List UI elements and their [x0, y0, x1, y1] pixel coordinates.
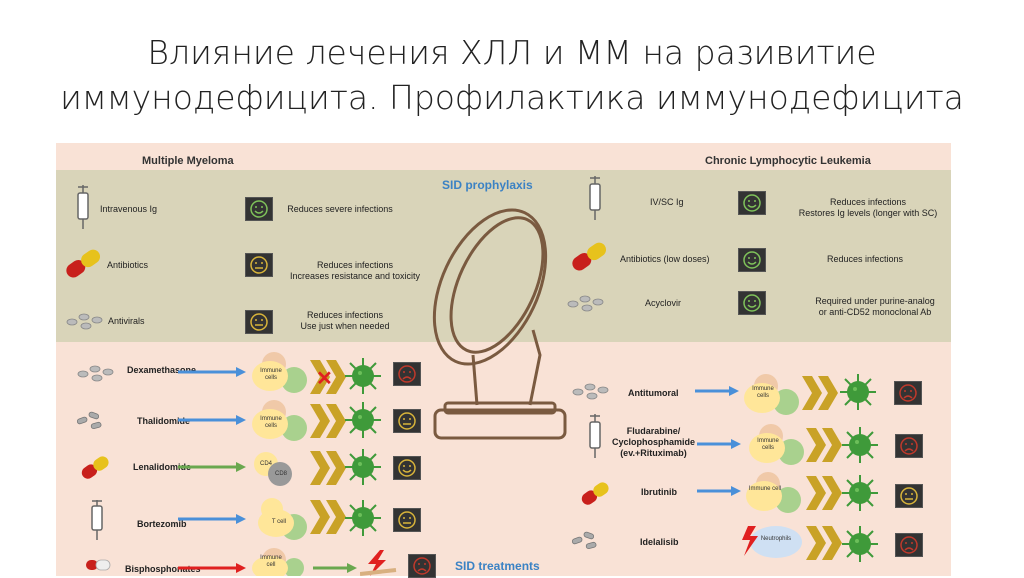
cll-prophylaxis-drug-1: IV/SC Ig [650, 197, 684, 207]
mm-prophylaxis-drug-1: Intravenous Ig [100, 204, 158, 214]
cll-treatment-drug-2: Fludarabine/Cyclophosphamide(ev.+Rituxim… [611, 426, 695, 458]
happy-face-icon [738, 191, 766, 215]
arrow-icon [178, 367, 246, 377]
arrow-icon [313, 563, 357, 573]
blocked-x-icon: ✕ [316, 368, 333, 390]
cll-treatment-drug-4: Idelalisib [640, 537, 679, 547]
mm-prophylaxis-effect-1: Reduces severe infections [287, 204, 393, 214]
tablets-icon [77, 365, 114, 382]
t-cell-icon: T cell [248, 497, 310, 543]
mm-treatment-drug-3: Lenalidomide [133, 462, 192, 472]
arrow-icon [178, 415, 246, 425]
chevron-icon [310, 500, 346, 534]
immune-cells-icon: Immune cells [745, 422, 807, 468]
sad-face-icon [408, 554, 436, 578]
virus-icon [840, 374, 876, 410]
pill-capsule-icon [581, 482, 609, 505]
tablets-icon [567, 295, 604, 312]
immune-cell-icon: Immune cell [248, 548, 310, 576]
neutral-face-icon [393, 508, 421, 532]
mm-treatment-drug-2: Thalidomide [137, 416, 191, 426]
mm-treatment-drug-4: Bortezomib [137, 519, 187, 529]
pill-capsule-icon [572, 242, 607, 271]
title-line-2: иммунодефицита. Профилактика иммунодефиц… [60, 78, 964, 117]
sad-face-icon [393, 362, 421, 386]
virus-icon [842, 475, 878, 511]
virus-icon [842, 427, 878, 463]
tablets-icon [66, 313, 103, 330]
pill-capsule-icon [81, 456, 109, 479]
lightning-icon [360, 550, 397, 576]
immune-cell-icon: Immune cell [742, 470, 804, 516]
neutral-face-icon [245, 310, 273, 334]
sid-treatments-label: SID treatments [455, 559, 540, 573]
chevron-icon [310, 451, 346, 485]
immune-cells-icon: Immune cells [248, 350, 310, 396]
syringe-icon [589, 414, 601, 458]
chevron-icon [310, 404, 346, 438]
mm-prophylaxis-drug-2: Antibiotics [107, 260, 149, 270]
chevron-icon [806, 526, 842, 560]
virus-icon [345, 500, 381, 536]
arrow-icon [178, 462, 246, 472]
syringe-icon [77, 185, 89, 229]
cll-prophylaxis-drug-2: Antibiotics (low doses) [620, 254, 710, 264]
chevron-icon [310, 360, 346, 394]
cll-treatment-drug-1: Antitumoral [628, 388, 679, 398]
happy-face-icon [738, 291, 766, 315]
immune-cells-icon: Immune cells [740, 372, 802, 418]
tablets-icon [571, 531, 597, 550]
virus-icon [842, 526, 878, 562]
arrow-icon [178, 514, 246, 524]
syringe-icon [589, 176, 601, 220]
virus-icon [345, 358, 381, 394]
chevron-icon [806, 428, 842, 462]
sad-face-icon [895, 533, 923, 557]
virus-icon [345, 449, 381, 485]
pill-capsule-icon [86, 559, 111, 571]
chevron-icon [802, 376, 838, 410]
mm-treatment-drug-1: Dexamethasone [127, 365, 197, 375]
cd4-cd8-cells-icon: CD4 CD8 [252, 448, 302, 490]
arrow-icon [695, 386, 739, 396]
mirror-illustration [432, 208, 567, 440]
cll-header: Chronic Lymphocytic Leukemia [705, 155, 871, 167]
slide-title: Влияние лечения ХЛЛ и ММ на разивитие им… [0, 30, 1024, 120]
immune-cells-icon: Immune cells [248, 398, 310, 444]
happy-face-icon [245, 197, 273, 221]
chevron-icon [806, 476, 842, 510]
tablets-icon [572, 383, 609, 400]
pill-capsule-icon [66, 249, 101, 278]
neutral-face-icon [393, 409, 421, 433]
sid-prophylaxis-label: SID prophylaxis [442, 178, 533, 192]
multiple-myeloma-header: Multiple Myeloma [142, 155, 234, 167]
cll-prophylaxis-drug-3: Acyclovir [645, 298, 682, 308]
arrow-icon [178, 563, 246, 573]
neutral-face-icon [245, 253, 273, 277]
sad-face-icon [895, 434, 923, 458]
title-line-1: Влияние лечения ХЛЛ и ММ на разивитие [147, 33, 877, 72]
arrow-icon [697, 439, 741, 449]
tablets-icon [76, 411, 102, 430]
cll-treatment-drug-3: Ibrutinib [641, 487, 677, 497]
mm-prophylaxis-drug-3: Antivirals [108, 316, 145, 326]
virus-icon [345, 402, 381, 438]
neutrophils-icon: Neutrophils [740, 522, 804, 562]
happy-face-icon [393, 456, 421, 480]
neutral-face-icon [895, 484, 923, 508]
happy-face-icon [738, 248, 766, 272]
syringe-icon [91, 500, 103, 540]
prophylaxis-band [56, 170, 951, 342]
arrow-icon [697, 486, 741, 496]
sad-face-icon [894, 381, 922, 405]
mm-treatment-drug-5: Bisphosphonates [125, 564, 201, 574]
cll-prophylaxis-effect-2: Reduces infections [826, 254, 904, 264]
